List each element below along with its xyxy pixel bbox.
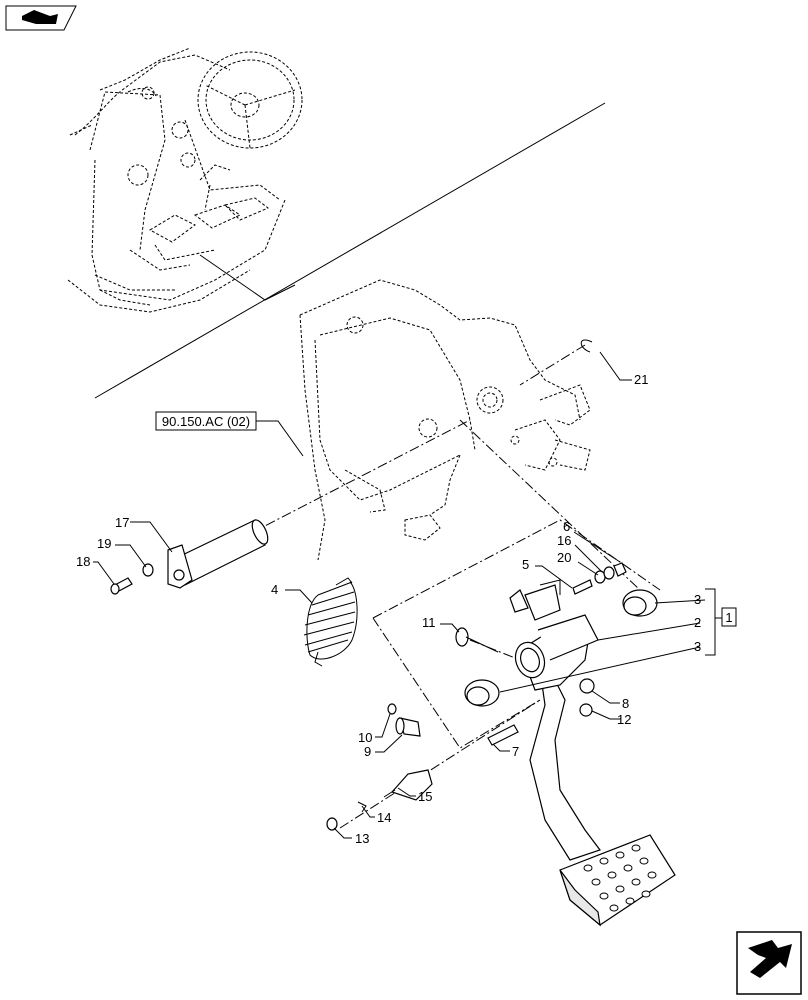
callout-5[interactable]: 5	[522, 557, 529, 572]
washer-13	[326, 817, 338, 831]
bushing-upper	[622, 589, 658, 617]
callout-13[interactable]: 13	[355, 831, 369, 846]
callout-4[interactable]: 4	[271, 582, 278, 597]
callout-11[interactable]: 11	[422, 615, 436, 630]
clip-14	[357, 801, 367, 813]
cab-overview-drawing	[67, 47, 303, 313]
section-pointer	[199, 254, 296, 301]
callout-3-upper[interactable]: 3	[694, 592, 701, 607]
callout-labels: 21 17 19 18 4 6 16 20 5 11 3 2 3 8 12 10…	[76, 372, 701, 846]
nuts-8-12	[579, 678, 595, 717]
callout-16[interactable]: 16	[557, 533, 571, 548]
view-arrow-icon[interactable]	[5, 5, 77, 31]
callout-10[interactable]: 10	[358, 730, 372, 745]
callout-7[interactable]: 7	[512, 744, 519, 759]
callout-8[interactable]: 8	[622, 696, 629, 711]
reference-box[interactable]: 90.150.AC (02)	[155, 411, 304, 457]
bracket-label: 1	[725, 610, 732, 625]
clevis-15	[383, 769, 433, 801]
leader-lines	[93, 351, 706, 839]
callout-3-lower[interactable]: 3	[694, 639, 701, 654]
bushing-lower	[464, 679, 500, 707]
callout-17[interactable]: 17	[115, 515, 129, 530]
knob-9-10	[387, 703, 421, 737]
pivot-pin	[167, 519, 269, 589]
spring-4	[303, 577, 358, 667]
frame-bracket-drawing	[299, 279, 591, 561]
callout-6[interactable]: 6	[563, 519, 570, 534]
callout-15[interactable]: 15	[418, 789, 432, 804]
callout-9[interactable]: 9	[364, 744, 371, 759]
reference-label: 90.150.AC (02)	[162, 414, 250, 429]
pedal-assembly	[509, 579, 676, 927]
callout-14[interactable]: 14	[377, 810, 391, 825]
callout-2[interactable]: 2	[694, 615, 701, 630]
adjuster-7	[487, 724, 519, 746]
grease-fitting-11	[455, 627, 499, 653]
washer-19	[142, 563, 154, 577]
section-line-1	[94, 102, 606, 399]
callout-18[interactable]: 18	[76, 554, 90, 569]
callout-12[interactable]: 12	[617, 712, 631, 727]
callout-20[interactable]: 20	[557, 550, 571, 565]
circlip-21	[580, 339, 593, 353]
washers-20-16-6	[594, 562, 627, 584]
assembly-bracket: 1	[705, 588, 737, 656]
callout-19[interactable]: 19	[97, 536, 111, 551]
callout-21[interactable]: 21	[634, 372, 648, 387]
navigation-arrow-icon[interactable]	[736, 931, 802, 995]
bolt-5	[572, 579, 593, 595]
bolt-18	[110, 577, 133, 595]
